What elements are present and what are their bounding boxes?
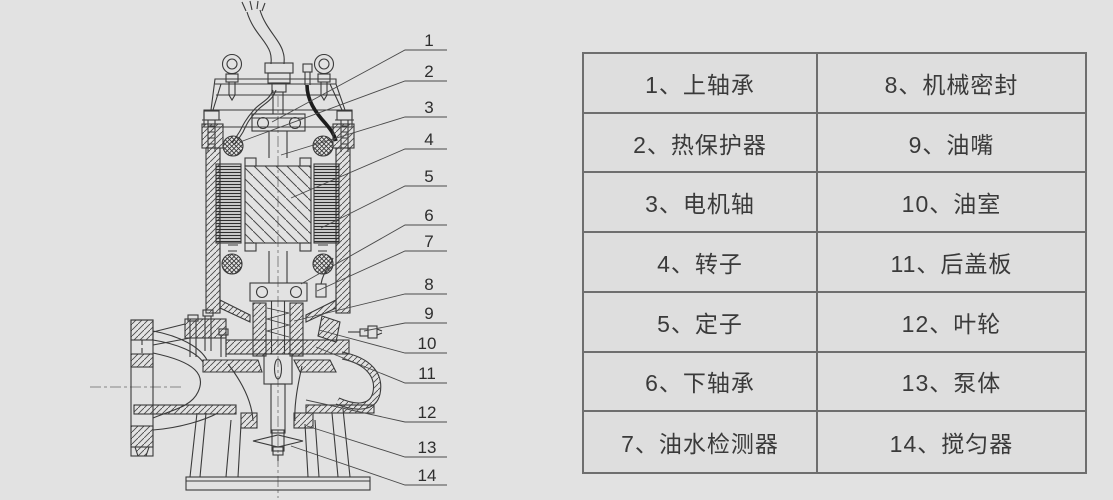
part-cell-3: 3、电机轴	[584, 173, 818, 232]
part-cell-1: 1、上轴承	[584, 54, 818, 112]
callout-14: 14	[417, 466, 437, 485]
part-cell-11: 11、后盖板	[890, 250, 1013, 277]
pump-diagram	[90, 0, 447, 498]
part-cell-7: 7、油水检测器	[584, 412, 818, 472]
callout-4: 4	[424, 130, 434, 149]
callout-2: 2	[424, 62, 434, 81]
table-row: 6、下轴承 13、泵体	[584, 352, 1085, 413]
lifting-eyebolt-left	[221, 53, 243, 102]
cover-stud	[302, 63, 313, 85]
part-cell-6: 6、下轴承	[584, 352, 818, 411]
callout-11: 11	[418, 364, 436, 383]
rotor	[244, 131, 312, 252]
lifting-eyebolt-right	[313, 53, 335, 102]
table-row: 5、定子 12、叶轮	[584, 292, 1085, 353]
part-cell-2: 2、热保护器	[584, 113, 818, 172]
table-row: 4、转子 11、后盖板	[584, 233, 1085, 293]
callout-10: 10	[417, 334, 437, 353]
part-cell-8: 8、机械密封	[884, 71, 1019, 98]
callout-5: 5	[424, 167, 434, 186]
part-cell-5: 5、定子	[584, 292, 818, 351]
lower-bearing	[249, 282, 308, 302]
callout-8: 8	[424, 275, 434, 294]
callout-1: 1	[424, 31, 434, 50]
callout-12: 12	[417, 403, 437, 422]
table-row: 1、上轴承 8、机械密封	[584, 54, 1085, 114]
base-stand	[185, 408, 371, 491]
pump-body-volute	[133, 315, 382, 415]
upper-bearing	[251, 113, 306, 132]
centerline	[90, 96, 279, 498]
table-row: 2、热保护器 9、油嘴	[584, 113, 1085, 174]
thermal-protector	[221, 135, 334, 275]
part-cell-10: 10、油室	[901, 191, 1002, 218]
stator	[215, 163, 340, 244]
part-cell-4: 4、转子	[584, 233, 818, 291]
callout-13: 13	[417, 438, 437, 457]
parts-table: 1、上轴承 8、机械密封 2、热保护器 9、油嘴 3、电机轴 10、油室 4、转…	[582, 52, 1087, 474]
callout-3: 3	[424, 98, 434, 117]
impeller	[227, 353, 314, 434]
back-cover-plate	[184, 309, 350, 357]
motor-shaft	[268, 251, 288, 354]
table-row: 7、油水检测器 14、搅匀器	[584, 412, 1085, 472]
motor-housing	[201, 123, 355, 314]
part-cell-14: 14、搅匀器	[889, 431, 1014, 458]
callout-6: 6	[424, 206, 434, 225]
power-cable	[241, 0, 294, 114]
part-cell-12: 12、叶轮	[901, 310, 1002, 337]
discharge-flange	[130, 319, 219, 457]
callout-9: 9	[424, 304, 434, 323]
leader-lines	[239, 49, 447, 486]
part-cell-9: 9、油嘴	[908, 131, 995, 158]
table-row: 3、电机轴 10、油室	[584, 173, 1085, 234]
part-cell-13: 13、泵体	[901, 370, 1002, 397]
oil-nozzle	[348, 325, 383, 339]
callout-7: 7	[424, 232, 434, 251]
agitator	[252, 429, 304, 461]
